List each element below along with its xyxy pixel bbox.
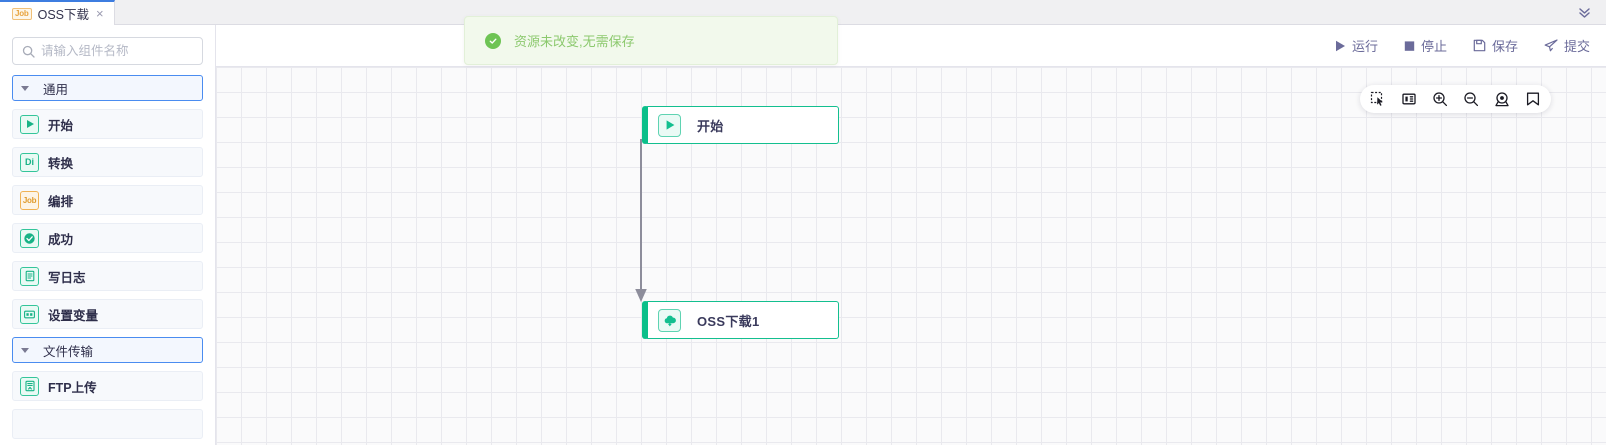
palette-item-write-log[interactable]: 写日志 — [12, 261, 203, 291]
palette-group-label: 文件传输 — [43, 344, 94, 359]
palette-item-label: 开始 — [48, 118, 74, 133]
ftp-upload-icon — [20, 376, 39, 396]
canvas-toolbar — [1360, 85, 1551, 113]
palette-group-label: 通用 — [43, 82, 69, 97]
cloud-download-icon — [658, 308, 681, 332]
check-circle-icon — [20, 228, 39, 248]
play-icon — [20, 114, 39, 134]
tab-title: OSS下载 — [37, 8, 90, 22]
window-collapse-button[interactable] — [1563, 0, 1606, 24]
play-icon — [658, 113, 681, 137]
stop-square-icon — [1404, 40, 1415, 52]
palette-item-ftp-upload[interactable]: FTP上传 — [12, 371, 203, 401]
di-icon: Di — [20, 152, 39, 172]
run-button[interactable]: 运行 — [1335, 36, 1378, 55]
save-label: 保存 — [1491, 39, 1518, 54]
bookmark-icon[interactable] — [1525, 91, 1541, 107]
flow-canvas[interactable]: 开始 OSS下载1 — [216, 67, 1606, 445]
search-area — [0, 25, 215, 65]
component-sidebar: 通用 开始 Di 转换 Job 编排 — [0, 25, 216, 445]
caret-down-icon — [21, 347, 29, 353]
action-toolbar: 运行 停止 保存 提交 — [216, 25, 1606, 67]
search-box[interactable] — [12, 37, 203, 65]
double-chevron-down-icon — [1577, 5, 1592, 20]
toast-notification: 资源未改变,无需保存 — [464, 16, 838, 65]
close-icon[interactable]: × — [96, 6, 104, 21]
palette-item-label: 设置变量 — [48, 308, 99, 323]
locate-center-icon[interactable] — [1494, 91, 1510, 107]
stop-button[interactable]: 停止 — [1404, 36, 1447, 55]
palette-item-label: FTP上传 — [48, 380, 97, 395]
paper-plane-icon — [1544, 39, 1558, 52]
flow-node-oss-download[interactable]: OSS下载1 — [642, 301, 839, 339]
flow-node-start[interactable]: 开始 — [642, 106, 839, 144]
zoom-in-icon[interactable] — [1432, 91, 1448, 107]
palette-item-label: 成功 — [48, 232, 74, 247]
toast-message: 资源未改变,无需保存 — [514, 34, 635, 49]
palette-group-file-transfer[interactable]: 文件传输 — [12, 337, 203, 363]
marquee-select-icon[interactable] — [1370, 91, 1386, 107]
palette-item-start[interactable]: 开始 — [12, 109, 203, 139]
save-button[interactable]: 保存 — [1473, 36, 1518, 55]
job-badge-icon: Job — [12, 7, 32, 20]
palette-item-transform[interactable]: Di 转换 — [12, 147, 203, 177]
floppy-disk-icon — [1473, 39, 1486, 52]
stop-label: 停止 — [1420, 39, 1447, 54]
caret-down-icon — [21, 85, 29, 91]
palette-group-general[interactable]: 通用 — [12, 75, 203, 101]
submit-label: 提交 — [1563, 39, 1590, 54]
search-input[interactable] — [41, 38, 202, 64]
tab-oss-download[interactable]: Job OSS下载 × — [0, 0, 115, 25]
palette-item-label: 写日志 — [48, 270, 86, 285]
zoom-out-icon[interactable] — [1463, 91, 1479, 107]
search-icon — [22, 45, 35, 58]
palette-item-label: 编排 — [48, 194, 74, 209]
palette-item-label: 转换 — [48, 156, 74, 171]
play-icon — [1335, 40, 1346, 52]
check-circle-icon — [485, 32, 501, 49]
flow-node-label: OSS下载1 — [697, 313, 760, 329]
variable-box-icon — [20, 304, 39, 324]
palette-item-set-variable[interactable]: 设置变量 — [12, 299, 203, 329]
palette-item-success[interactable]: 成功 — [12, 223, 203, 253]
palette-item-partial[interactable] — [12, 409, 203, 439]
run-label: 运行 — [1351, 39, 1378, 54]
flow-node-label: 开始 — [697, 118, 724, 134]
fit-view-icon[interactable] — [1401, 91, 1417, 107]
component-palette: 通用 开始 Di 转换 Job 编排 — [0, 65, 215, 439]
submit-button[interactable]: 提交 — [1544, 36, 1590, 55]
flow-edge-start-to-oss — [635, 139, 647, 302]
job-icon: Job — [20, 190, 39, 210]
document-icon — [20, 266, 39, 286]
palette-item-orchestration[interactable]: Job 编排 — [12, 185, 203, 215]
